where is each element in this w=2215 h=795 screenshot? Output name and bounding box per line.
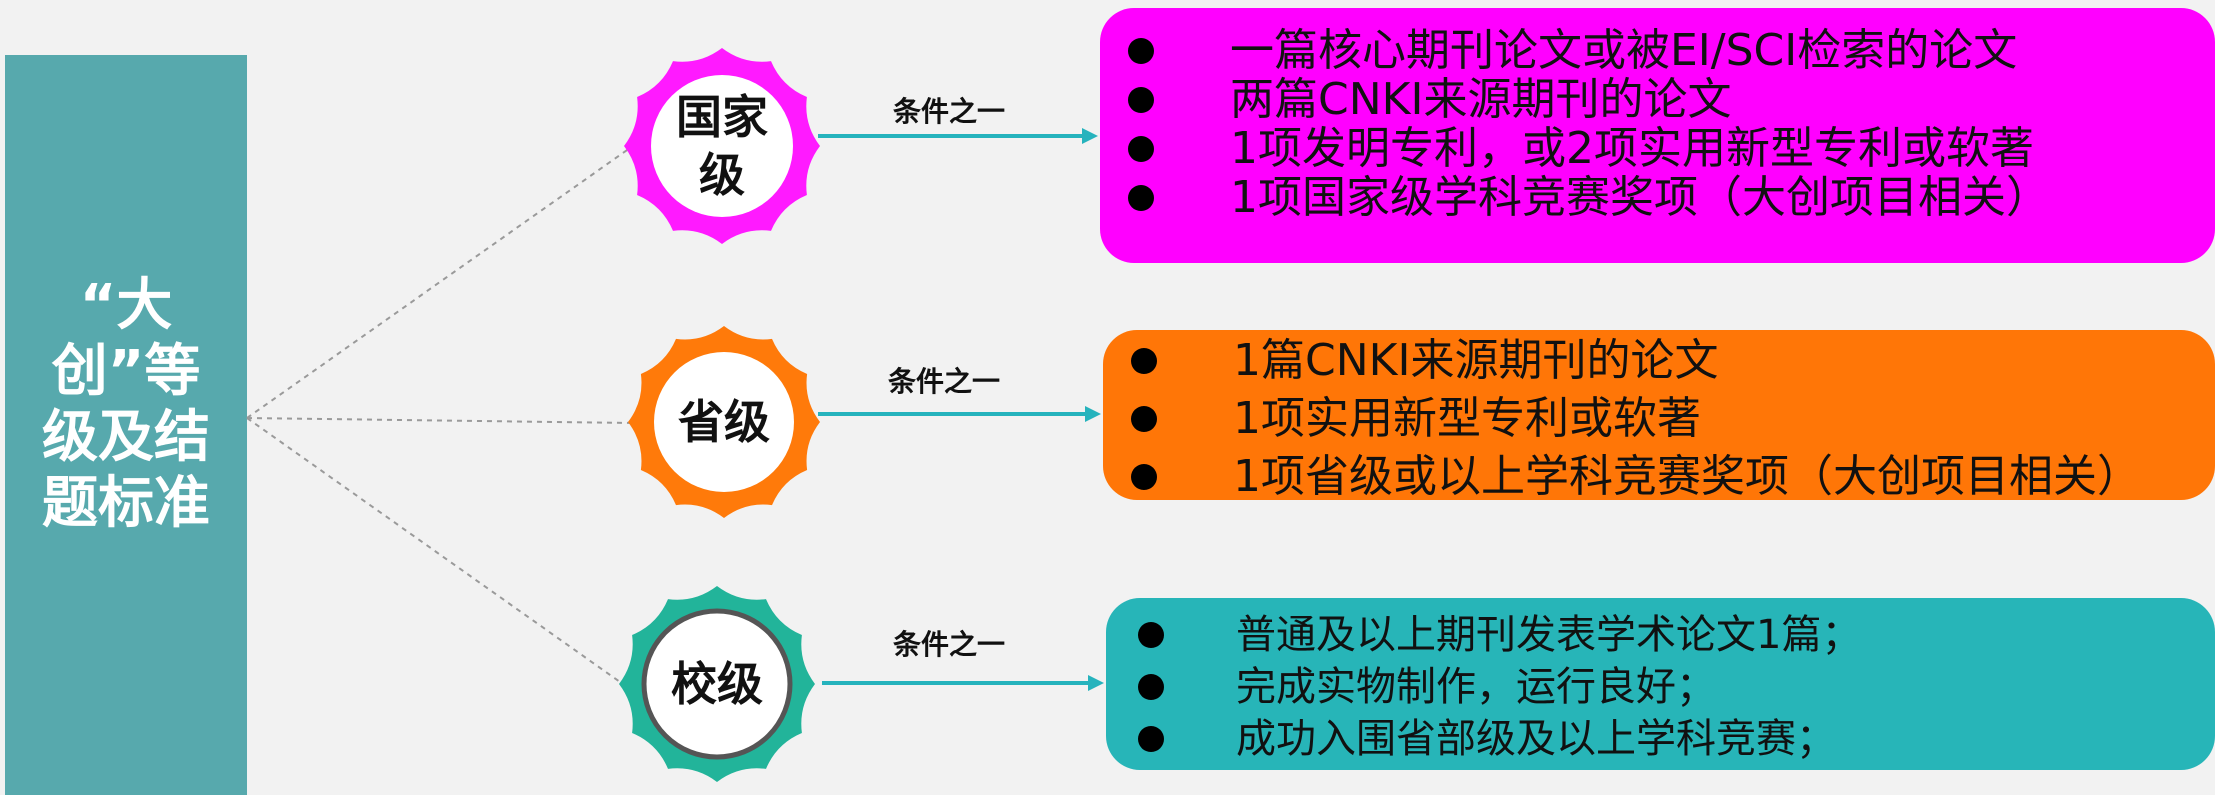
criteria-text: 1篇CNKI来源期刊的论文 [1233,335,1719,386]
starburst-icon [624,48,820,244]
criteria-text: 1项发明专利，或2项实用新型专利或软著 [1230,123,2034,174]
list-item: 1篇CNKI来源期刊的论文 [1131,332,2215,390]
bullet-icon [1138,622,1164,648]
bullet-icon [1128,37,1154,64]
list-item: 两篇CNKI来源期刊的论文 [1128,74,2215,125]
condition-label-provincial: 条件之一 [888,365,1001,398]
starburst-icon [619,586,815,782]
badge-provincial: 省级 [626,324,822,520]
arrow-national-head [1082,128,1098,144]
badge-label-school: 校级 [671,657,763,711]
criteria-text: 一篇核心期刊论文或被EI/SCI检索的论文 [1230,25,2018,76]
bullet-icon [1131,348,1157,374]
arrow-provincial-head [1085,406,1101,422]
dashed-connector-school [246,417,621,683]
list-item: 成功入围省部级及以上学科竞赛； [1138,713,2215,765]
bullet-icon [1138,726,1164,752]
criteria-text: 1项实用新型专利或软著 [1233,393,1701,444]
criteria-text: 成功入围省部级及以上学科竞赛； [1236,716,1836,762]
condition-label-national: 条件之一 [893,95,1006,128]
left-title-panel: “大创”等级及结题标准 [5,55,247,795]
criteria-text: 两篇CNKI来源期刊的论文 [1230,74,1732,125]
badge-label-national: 国家级 [676,90,768,202]
list-item: 一篇核心期刊论文或被EI/SCI检索的论文 [1128,25,2215,76]
bullet-icon [1128,135,1154,162]
list-item: 1项实用新型专利或软著 [1131,390,2215,448]
list-item: 普通及以上期刊发表学术论文1篇； [1138,609,2215,661]
criteria-box-provincial: 1篇CNKI来源期刊的论文 1项实用新型专利或软著 1项省级或以上学科竞赛奖项（… [1103,330,2215,500]
list-item: 1项省级或以上学科竞赛奖项（大创项目相关） [1131,448,2215,500]
dashed-connector-provincial [246,417,633,424]
list-item: 1项发明专利，或2项实用新型专利或软著 [1128,123,2215,174]
list-item: 1项国家级学科竞赛奖项（大创项目相关） [1128,172,2215,223]
criteria-box-national: 一篇核心期刊论文或被EI/SCI检索的论文 两篇CNKI来源期刊的论文 1项发明… [1100,8,2215,263]
arrow-school-head [1088,675,1104,691]
criteria-text: 完成实物制作，运行良好； [1236,664,1716,710]
condition-label-school: 条件之一 [893,628,1006,661]
criteria-text: 普通及以上期刊发表学术论文1篇； [1236,612,1862,658]
list-item: 完成实物制作，运行良好； [1138,661,2215,713]
bullet-icon [1138,674,1164,700]
bullet-icon [1131,464,1157,490]
badge-national: 国家级 [622,46,822,246]
criteria-box-school: 普通及以上期刊发表学术论文1篇； 完成实物制作，运行良好； 成功入围省部级及以上… [1106,598,2215,770]
bullet-icon [1131,406,1157,432]
starburst-icon [628,326,820,518]
left-title: “大创”等级及结题标准 [42,273,210,536]
criteria-text: 1项省级或以上学科竞赛奖项（大创项目相关） [1233,451,2141,500]
bullet-icon [1128,184,1154,211]
criteria-text: 1项国家级学科竞赛奖项（大创项目相关） [1230,172,2050,223]
dashed-connector-national [246,147,631,419]
badge-school: 校级 [612,584,822,784]
badge-label-provincial: 省级 [678,395,770,449]
bullet-icon [1128,86,1154,113]
